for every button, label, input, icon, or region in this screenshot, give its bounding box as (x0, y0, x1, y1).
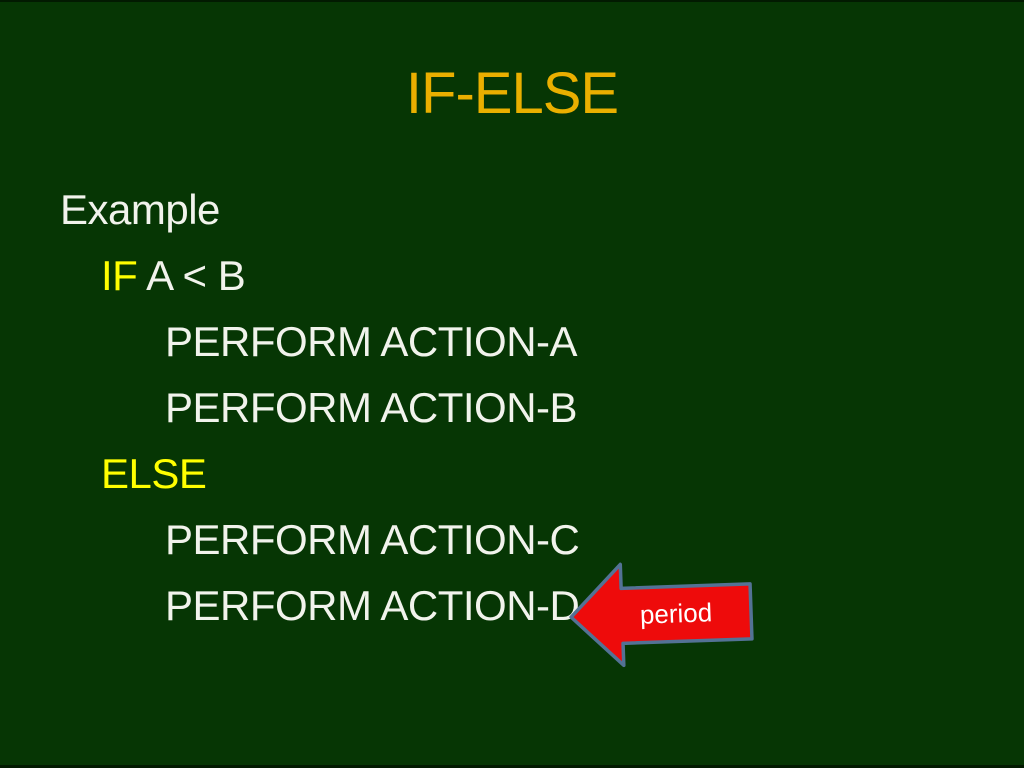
code-text: A < B (137, 252, 246, 299)
code-text: Example (60, 186, 220, 233)
code-line-perform-d: PERFORM ACTION-D. (0, 573, 1024, 639)
code-text: PERFORM ACTION-A (165, 318, 578, 365)
code-text: PERFORM ACTION-D. (165, 582, 591, 629)
left-arrow-icon (569, 562, 754, 668)
bottom-edge-strip (0, 765, 1024, 768)
code-line-if-condition: IF A < B (0, 243, 1024, 309)
if-keyword: IF (101, 252, 138, 299)
code-line-perform-b: PERFORM ACTION-B (0, 375, 1024, 441)
code-example-block: Example IF A < B PERFORM ACTION-A PERFOR… (0, 177, 1024, 639)
period-callout: period (566, 557, 756, 669)
slide-title: IF-ELSE (405, 61, 619, 126)
code-line-perform-a: PERFORM ACTION-A (0, 309, 1024, 375)
code-line-perform-c: PERFORM ACTION-C (0, 507, 1024, 573)
top-edge-strip (0, 0, 1024, 2)
period-callout-label: period (639, 597, 713, 630)
code-text: PERFORM ACTION-C (165, 516, 580, 563)
code-line-else: ELSE (0, 441, 1024, 507)
code-line-example: Example (0, 177, 1024, 243)
code-text: PERFORM ACTION-B (165, 384, 578, 431)
else-keyword: ELSE (101, 450, 207, 497)
